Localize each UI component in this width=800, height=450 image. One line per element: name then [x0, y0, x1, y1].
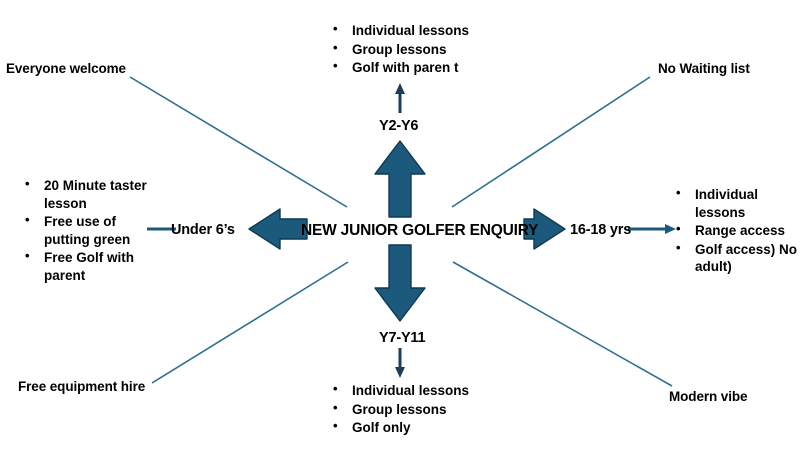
- list-item: Golf access) No adult): [673, 240, 798, 276]
- list-item: Group lessons: [330, 400, 540, 419]
- list-item: Range access: [673, 221, 798, 240]
- corner-label-top-right: No Waiting list: [658, 61, 750, 76]
- connector-top-arrowhead: [395, 83, 405, 94]
- block-arrow-down: [374, 244, 426, 322]
- list-item: Free Golf with parent: [22, 248, 150, 284]
- branch-label-left: Under 6’s: [171, 222, 235, 238]
- branch-bullets-down: Individual lessons Group lessons Golf on…: [330, 381, 540, 438]
- diagonal-center-to-bottomright: [452, 261, 673, 387]
- diagonal-center-to-bottomleft: [151, 261, 349, 384]
- center-node-label: NEW JUNIOR GOLFER ENQUIRY: [301, 222, 539, 239]
- block-arrow-up: [374, 140, 426, 218]
- corner-label-top-left: Everyone welcome: [6, 61, 126, 76]
- list-item: Golf with paren t: [330, 58, 540, 77]
- connector-bottom-arrowhead: [395, 367, 405, 378]
- list-item: Individual lessons: [330, 21, 540, 40]
- list-item: 20 Minute taster lesson: [22, 176, 150, 212]
- list-item: Individual lessons: [330, 381, 540, 400]
- list-item: Group lessons: [330, 40, 540, 59]
- diagonal-topleft-to-center: [129, 76, 348, 208]
- list-item: Individual lessons: [673, 185, 798, 221]
- corner-label-bottom-right: Modern vibe: [669, 389, 748, 404]
- diagonal-topright-to-center: [451, 76, 651, 208]
- branch-label-down: Y7-Y11: [379, 330, 426, 346]
- branch-bullets-left: 20 Minute taster lesson Free use of putt…: [22, 176, 150, 285]
- list-item: Free use of putting green: [22, 212, 150, 248]
- branch-bullets-right: Individual lessons Range access Golf acc…: [673, 185, 798, 277]
- branch-bullets-up: Individual lessons Group lessons Golf wi…: [330, 21, 540, 78]
- branch-label-up: Y2-Y6: [379, 118, 419, 134]
- branch-label-right: 16-18 yrs: [570, 222, 632, 238]
- block-arrow-left: [248, 208, 308, 250]
- list-item: Golf only: [330, 418, 540, 437]
- corner-label-bottom-left: Free equipment hire: [18, 379, 146, 394]
- connector-right-arrowhead: [665, 224, 676, 234]
- block-arrow-right: [523, 208, 566, 250]
